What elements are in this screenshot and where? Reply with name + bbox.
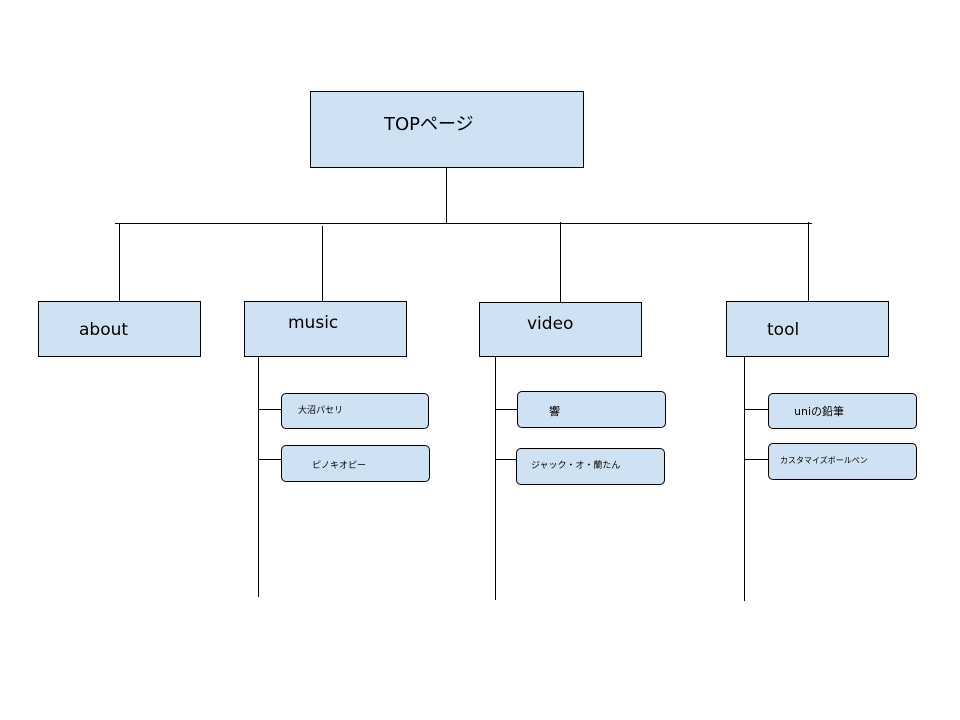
- section-label-music: music: [288, 313, 339, 333]
- section-node-video: video: [479, 302, 642, 357]
- section-node-tool: tool: [726, 301, 889, 357]
- connector-tool-2: [744, 459, 769, 460]
- connector-video-1: [495, 409, 517, 410]
- child-label-video-1: 響: [549, 405, 560, 418]
- drop-line-about: [119, 223, 120, 301]
- child-node-tool-2: カスタマイズボールペン: [768, 443, 917, 480]
- connector-music-1: [258, 409, 281, 410]
- section-label-tool: tool: [767, 320, 800, 340]
- root-node-label: TOPページ: [384, 114, 474, 135]
- child-label-music-2: ピノキオピー: [312, 461, 367, 471]
- root-trunk-line: [446, 168, 447, 223]
- horizontal-bus-line: [115, 223, 812, 224]
- branch-line-music: [258, 357, 259, 597]
- connector-music-2: [258, 459, 281, 460]
- root-node: TOPページ: [310, 91, 584, 168]
- child-label-tool-1: uniの鉛筆: [794, 405, 844, 418]
- connector-tool-1: [744, 409, 769, 410]
- drop-line-tool: [808, 222, 809, 301]
- child-node-tool-1: uniの鉛筆: [768, 393, 917, 429]
- section-label-video: video: [527, 314, 574, 334]
- child-node-music-2: ピノキオピー: [281, 445, 430, 482]
- section-label-about: about: [79, 320, 129, 340]
- connector-video-2: [495, 459, 517, 460]
- section-node-about: about: [38, 301, 201, 357]
- child-label-tool-2: カスタマイズボールペン: [780, 456, 868, 465]
- child-label-music-1: 大沼パセリ: [298, 406, 344, 416]
- child-node-video-1: 響: [517, 391, 666, 428]
- branch-line-tool: [744, 357, 745, 601]
- child-node-video-2: ジャック・オ・蘭たん: [516, 448, 665, 485]
- branch-line-video: [495, 357, 496, 600]
- drop-line-music: [322, 226, 323, 301]
- section-node-music: music: [244, 301, 407, 357]
- drop-line-video: [560, 222, 561, 302]
- child-node-music-1: 大沼パセリ: [281, 393, 429, 429]
- child-label-video-2: ジャック・オ・蘭たん: [531, 461, 621, 471]
